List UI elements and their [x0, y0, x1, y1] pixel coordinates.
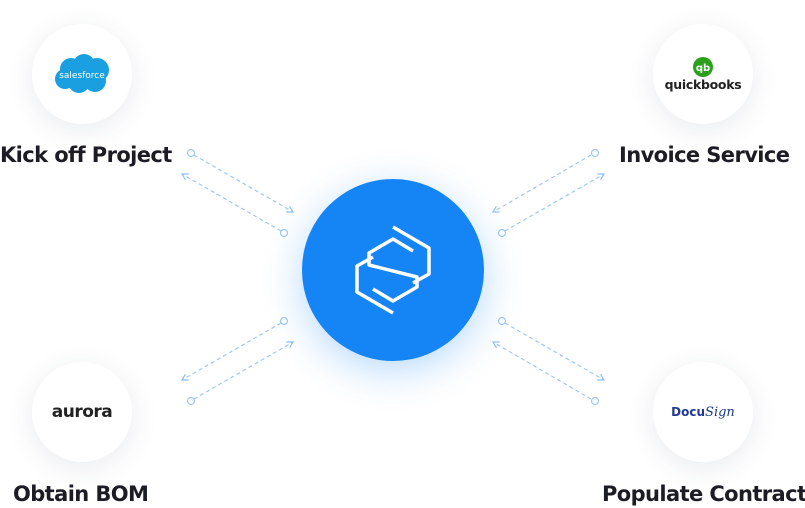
qb-mark-icon: qb [692, 56, 713, 77]
svg-text:qb: qb [696, 63, 710, 74]
quickbooks-logo-icon: qb quickbooks [664, 56, 742, 92]
connector-aurora [180, 322, 295, 400]
salesforce-node: salesforce [32, 24, 132, 124]
aurora-node: aurora [32, 362, 132, 462]
aurora-logo-icon: aurora [51, 402, 113, 422]
connector-docusign [491, 322, 606, 400]
quickbooks-action-label: Invoice Service [619, 143, 790, 167]
stacksync-s-logo-icon [355, 225, 431, 315]
docusign-action-label: Populate Contract [602, 482, 805, 506]
docusign-wordmark-docu: Docu [671, 404, 706, 419]
aurora-action-label: Obtain BOM [13, 482, 149, 506]
quickbooks-node: qb quickbooks [653, 24, 753, 124]
connector-salesforce [180, 154, 295, 232]
svg-text:salesforce: salesforce [59, 71, 105, 81]
central-hub [302, 179, 484, 361]
salesforce-cloud-icon: salesforce [55, 54, 109, 93]
docusign-wordmark-sign: Sign [705, 404, 735, 420]
salesforce-action-label: Kick off Project [0, 143, 172, 167]
quickbooks-wordmark: quickbooks [664, 76, 742, 92]
connector-quickbooks [491, 154, 606, 232]
